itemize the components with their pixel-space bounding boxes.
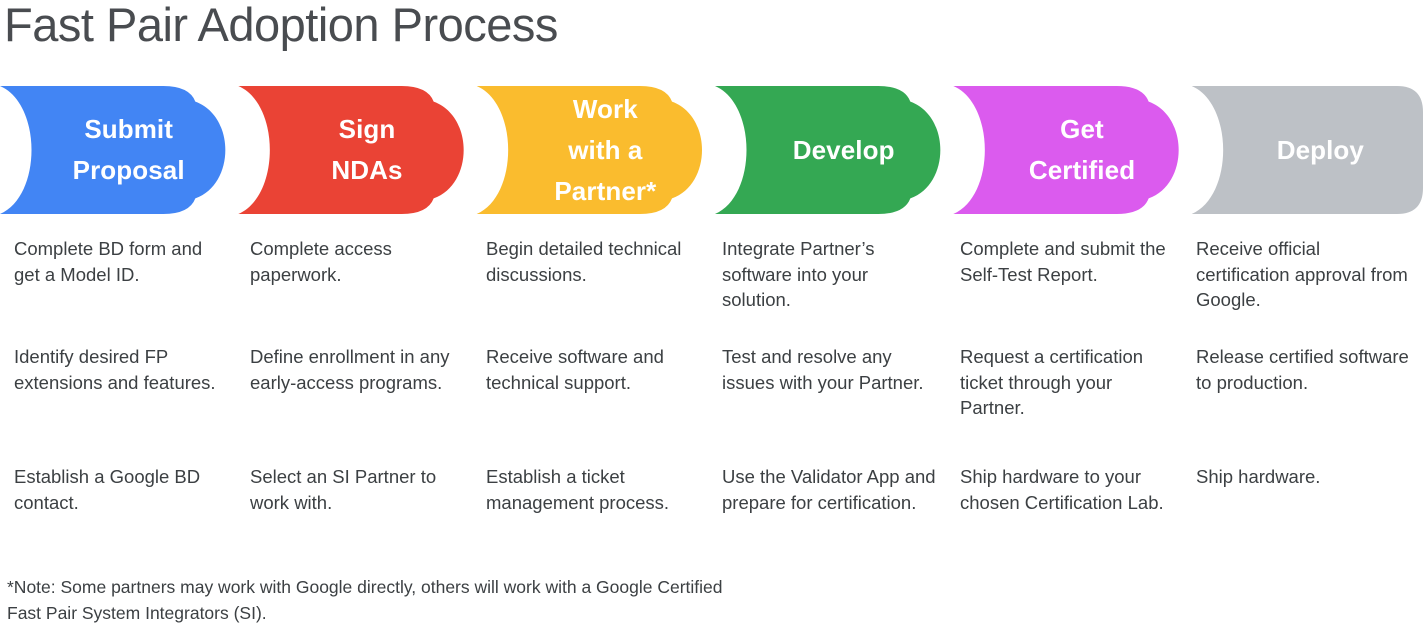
stage-detail-item: Receive software and technical support. bbox=[486, 346, 664, 393]
process-stage-banner-4[interactable] bbox=[715, 86, 941, 214]
stage-detail-item: Ship hardware to your chosen Certificati… bbox=[960, 466, 1164, 513]
stage-detail-item: Use the Validator App and prepare for ce… bbox=[722, 466, 936, 513]
stage-detail-item: Complete BD form and get a Model ID. bbox=[14, 238, 203, 285]
stage-detail-item: Receive official certification approval … bbox=[1196, 238, 1408, 310]
stage-detail-item: Complete and submit the Self-Test Report… bbox=[960, 238, 1166, 285]
stage-detail-columns: Complete BD form and get a Model ID. Iden… bbox=[0, 236, 1423, 552]
page-title: Fast Pair Adoption Process bbox=[4, 0, 558, 51]
stage-detail-item: Test and resolve any issues with your Pa… bbox=[722, 346, 924, 393]
process-stage-banner-6[interactable] bbox=[1191, 86, 1423, 214]
stage-detail-item: Establish a ticket management process. bbox=[486, 466, 670, 513]
process-stage-banner-1[interactable] bbox=[0, 86, 226, 214]
process-stage-banner-2[interactable] bbox=[238, 86, 464, 214]
stage-detail-item: Integrate Partner’s software into your s… bbox=[722, 238, 875, 310]
stage-detail-item: Establish a Google BD contact. bbox=[14, 466, 201, 513]
process-banner-strip bbox=[0, 86, 1423, 214]
stage-detail-item: Request a certification ticket through y… bbox=[960, 346, 1144, 418]
stage-detail-item: Release certified software to production… bbox=[1196, 346, 1409, 393]
stage-detail-item: Identify desired FP extensions and featu… bbox=[14, 346, 216, 393]
footnote-note: *Note: Some partners may work with Googl… bbox=[7, 577, 723, 623]
stage-detail-item: Select an SI Partner to work with. bbox=[250, 466, 437, 513]
stage-detail-item: Complete access paperwork. bbox=[250, 238, 392, 285]
stage-detail-item: Define enrollment in any early-access pr… bbox=[250, 346, 450, 393]
process-stage-banner-3[interactable] bbox=[476, 86, 702, 214]
process-stage-banner-5[interactable] bbox=[953, 86, 1179, 214]
stage-detail-item: Begin detailed technical discussions. bbox=[486, 238, 682, 285]
stage-detail-item: Ship hardware. bbox=[1196, 466, 1321, 487]
